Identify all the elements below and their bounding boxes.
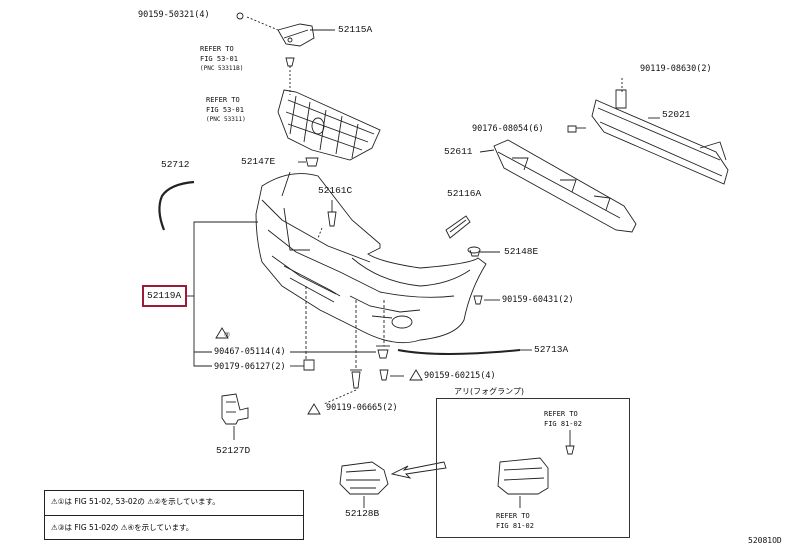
- label-52127D[interactable]: 52127D: [216, 445, 251, 456]
- label-90119-08630[interactable]: 90119-08630(2): [640, 64, 712, 74]
- diagram-id: 52081OD: [748, 536, 782, 545]
- label-52116A[interactable]: 52116A: [447, 188, 482, 199]
- label-90159-60431[interactable]: 90159-60431(2): [502, 295, 574, 305]
- fog-lamp-52128B-shape[interactable]: [339, 461, 389, 495]
- ref-line[interactable]: FIG 53-01: [206, 106, 244, 114]
- label-90159-50321[interactable]: 90159-50321(4): [138, 10, 210, 20]
- bolt-90176-shape[interactable]: [567, 125, 586, 133]
- clip-90467-shape[interactable]: [376, 345, 390, 359]
- reinforcement-52021-shape[interactable]: [591, 89, 729, 185]
- ref-line: REFER TO: [544, 410, 578, 418]
- ref-line: REFER TO: [200, 45, 234, 53]
- label-90467-05114[interactable]: 90467-05114(4): [214, 347, 286, 357]
- ref-line: REFER TO: [496, 512, 530, 520]
- absorber-52611-shape[interactable]: [493, 139, 637, 233]
- bracket-52116A-shape[interactable]: [445, 215, 471, 239]
- legend-box: ⚠①は FIG 51-02, 53-02の ⚠②を示しています。 ⚠③は FIG…: [44, 490, 304, 540]
- screw-90159-60431-shape[interactable]: [473, 295, 483, 305]
- label-52021[interactable]: 52021: [662, 109, 691, 120]
- label-52713A[interactable]: 52713A: [534, 344, 569, 355]
- screw-90159-60215-shape[interactable]: [379, 369, 389, 381]
- molding-52713A-shape[interactable]: [397, 349, 521, 355]
- ref-line[interactable]: FIG 81-02: [544, 420, 582, 428]
- bumper-cover-shape[interactable]: [255, 171, 487, 344]
- legend-row-2: ⚠③は FIG 51-02の ⚠④を示しています。: [51, 523, 194, 532]
- label-52712[interactable]: 52712: [161, 159, 190, 170]
- warning-icon: [215, 327, 423, 415]
- label-52115A[interactable]: 52115A: [338, 24, 373, 35]
- fog-box-title: アリ(フォグランプ): [452, 387, 527, 397]
- label-90179-06127[interactable]: 90179-06127(2): [214, 362, 286, 372]
- clip-90179-shape[interactable]: [303, 359, 315, 371]
- ref-line: REFER TO: [206, 96, 240, 104]
- retainer-52147E-shape[interactable]: [305, 157, 319, 167]
- clip-52148E-shape[interactable]: [467, 246, 481, 257]
- fog-lamp-ref-shape[interactable]: [497, 457, 549, 495]
- ref-line: (PNC 53311): [206, 116, 246, 123]
- highlight-box: [142, 285, 187, 307]
- label-52161C[interactable]: 52161C: [318, 185, 353, 196]
- screw-90119-06665-shape[interactable]: [350, 369, 362, 389]
- label-52611[interactable]: 52611: [444, 146, 473, 157]
- bracket-52127D-shape[interactable]: [221, 393, 249, 425]
- label-52128B[interactable]: 52128B: [345, 508, 380, 519]
- label-52119A[interactable]: 52119A: [147, 290, 182, 301]
- label-52147E[interactable]: 52147E: [241, 156, 276, 167]
- clip-shape: [285, 57, 295, 67]
- label-90119-06665[interactable]: 90119-06665(2): [326, 403, 398, 413]
- label-90159-60215[interactable]: 90159-60215(4): [424, 371, 496, 381]
- radiator-grille-shape[interactable]: [277, 89, 381, 161]
- marker-2: ②: [224, 331, 231, 339]
- molding-52712-shape[interactable]: [158, 180, 195, 231]
- label-90176-08054[interactable]: 90176-08054(6): [472, 124, 544, 134]
- arrow-icon: [390, 461, 447, 479]
- ref-line: (PNC 53311B): [200, 65, 244, 72]
- bolt-52161C-shape[interactable]: [327, 200, 337, 227]
- ref-line[interactable]: FIG 53-01: [200, 55, 238, 63]
- legend-row-1: ⚠①は FIG 51-02, 53-02の ⚠②を示しています。: [51, 497, 220, 506]
- fog-lamp-box: [436, 398, 630, 538]
- bracket-52115A-shape[interactable]: [236, 12, 315, 47]
- ref-line[interactable]: FIG 81-02: [496, 522, 534, 530]
- label-52148E[interactable]: 52148E: [504, 246, 539, 257]
